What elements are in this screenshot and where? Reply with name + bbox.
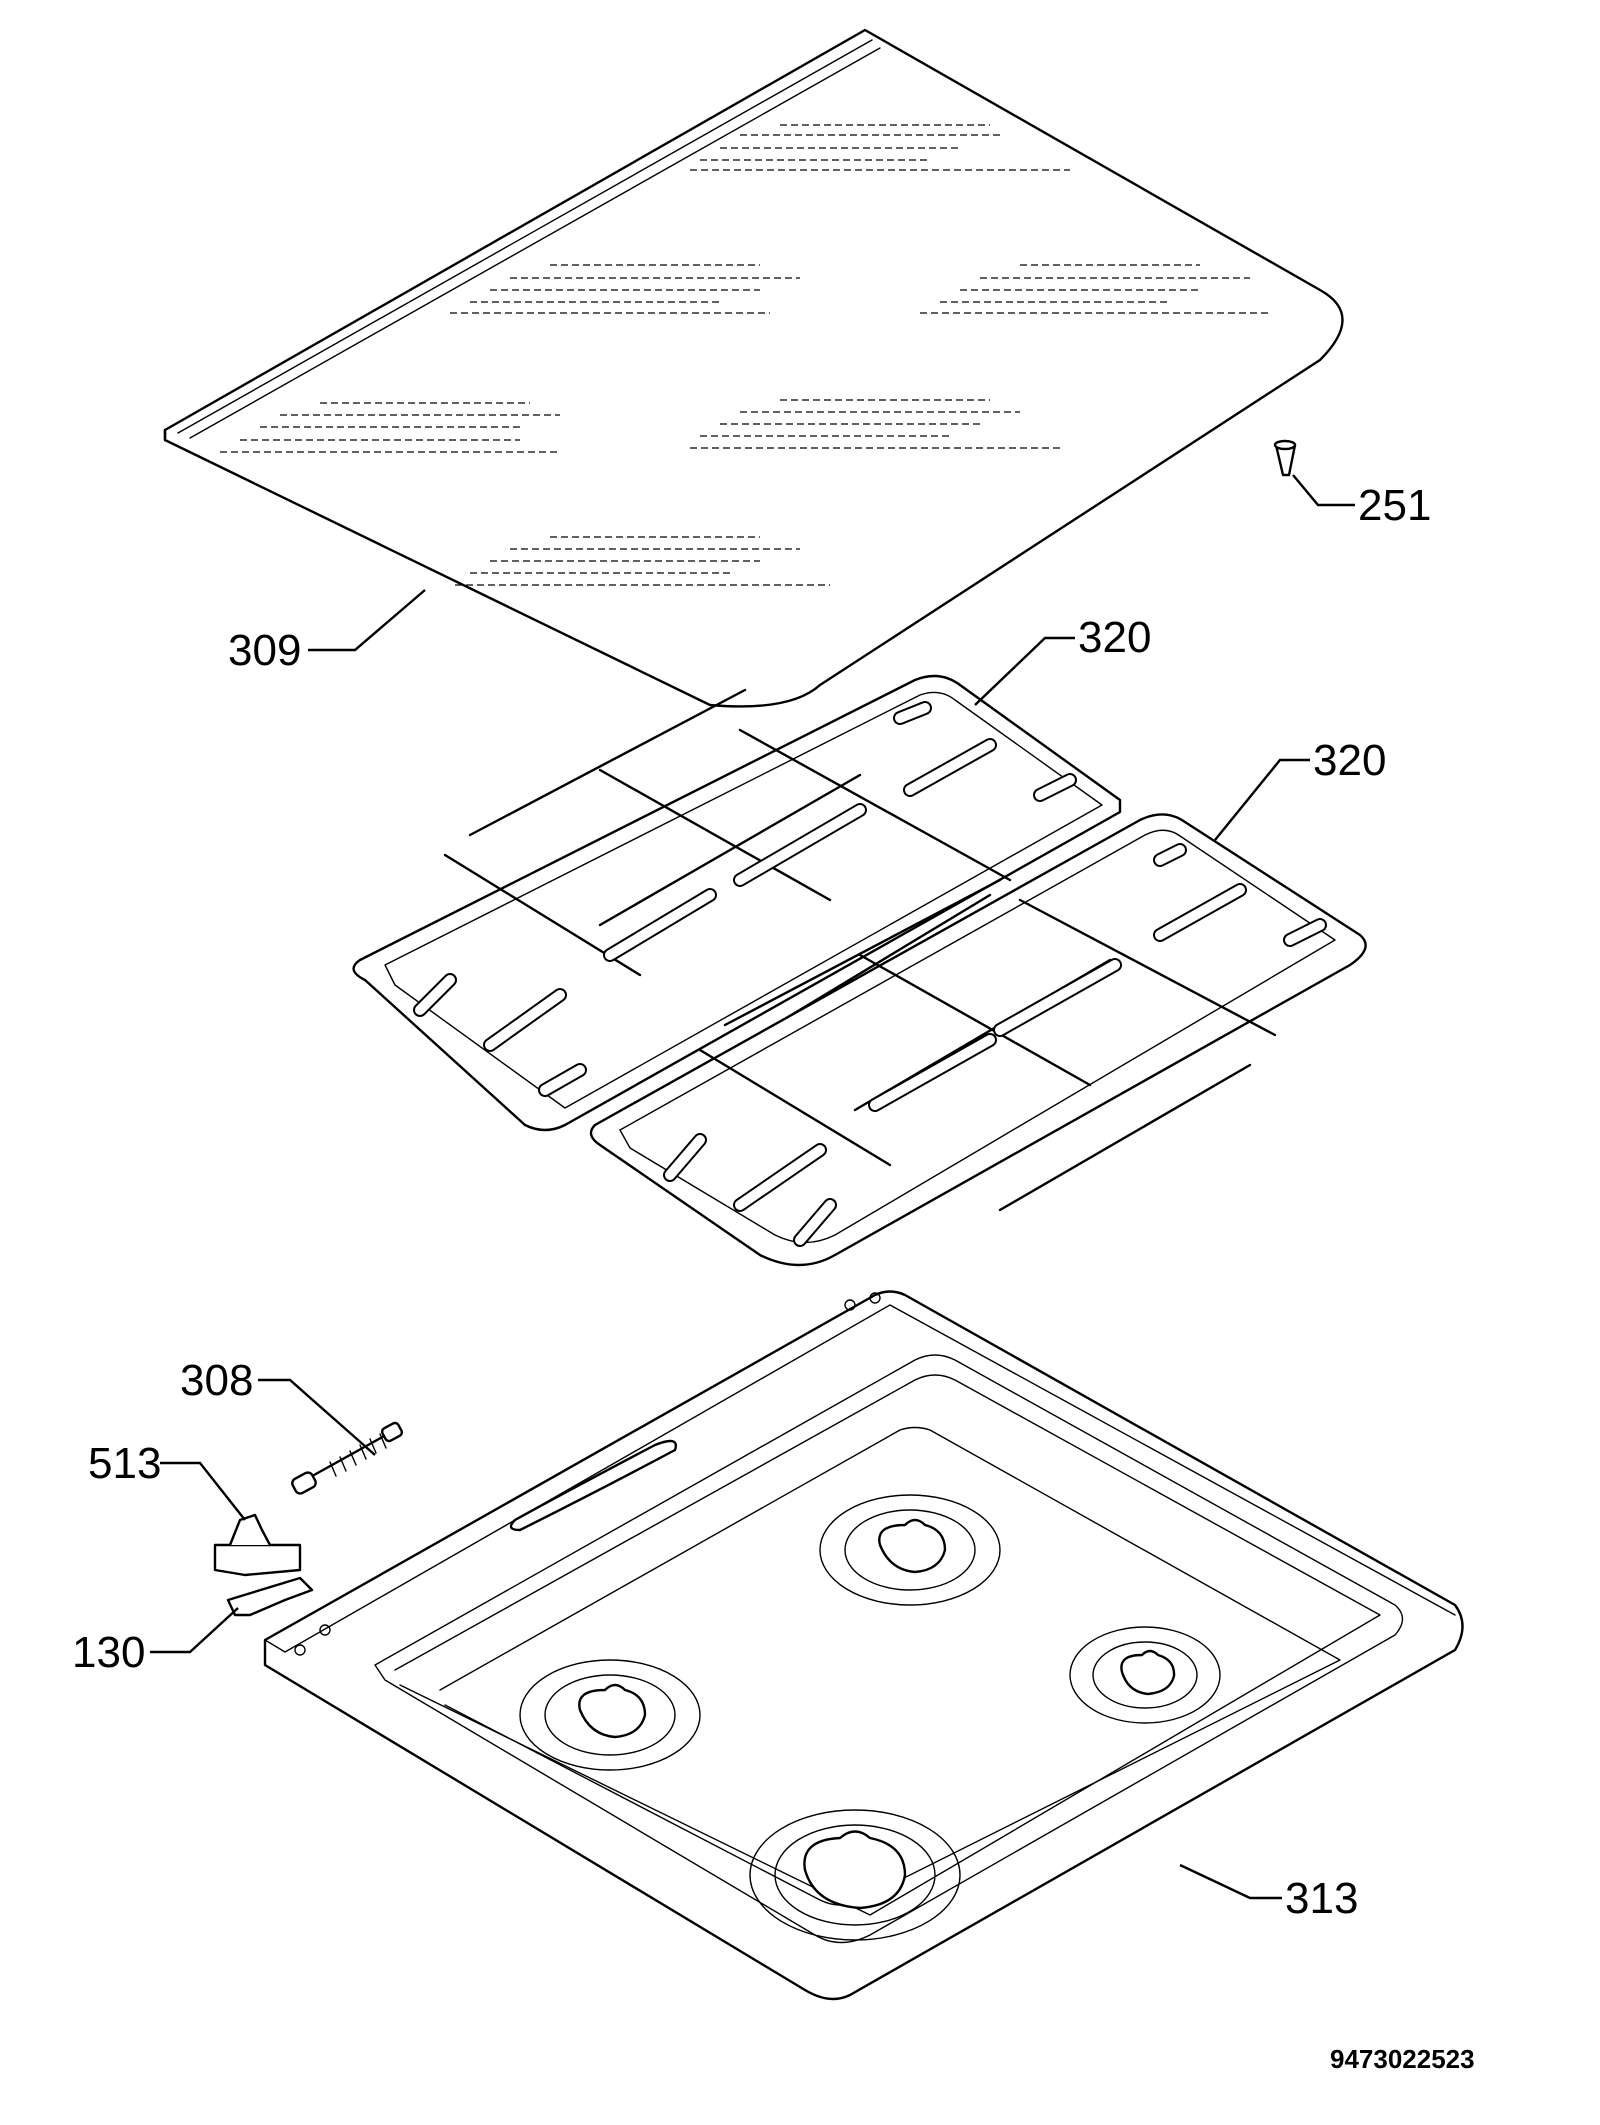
burner-front-large (749, 1809, 961, 1941)
pan-support-rear-320 (352, 674, 1122, 1132)
burner-right (1069, 1626, 1221, 1724)
label-513: 513 (88, 1439, 161, 1488)
burner-left (519, 1659, 701, 1771)
document-number: 9473022523 (1330, 2044, 1475, 2074)
lid-buffer-251 (1273, 439, 1297, 477)
label-313: 313 (1285, 1874, 1358, 1923)
glass-reflection-marks (220, 124, 1270, 586)
label-130: 130 (72, 1628, 145, 1677)
callout-labels: 309 251 320 320 308 513 130 313 (72, 481, 1431, 1923)
label-320-rear: 320 (1078, 613, 1151, 662)
hob-top-313 (263, 1290, 1464, 2001)
label-320-front: 320 (1313, 736, 1386, 785)
hinge-bracket-513 (213, 1513, 302, 1577)
glass-lid-309 (163, 28, 1344, 708)
leader-lines (150, 474, 1355, 1900)
hinge-plate-130 (226, 1576, 314, 1617)
burner-rear (819, 1494, 1001, 1606)
hinge-spring-308 (291, 1421, 404, 1495)
label-308: 308 (180, 1356, 253, 1405)
label-251: 251 (1358, 481, 1431, 530)
label-309: 309 (228, 626, 301, 675)
pan-support-front-320 (589, 813, 1367, 1267)
